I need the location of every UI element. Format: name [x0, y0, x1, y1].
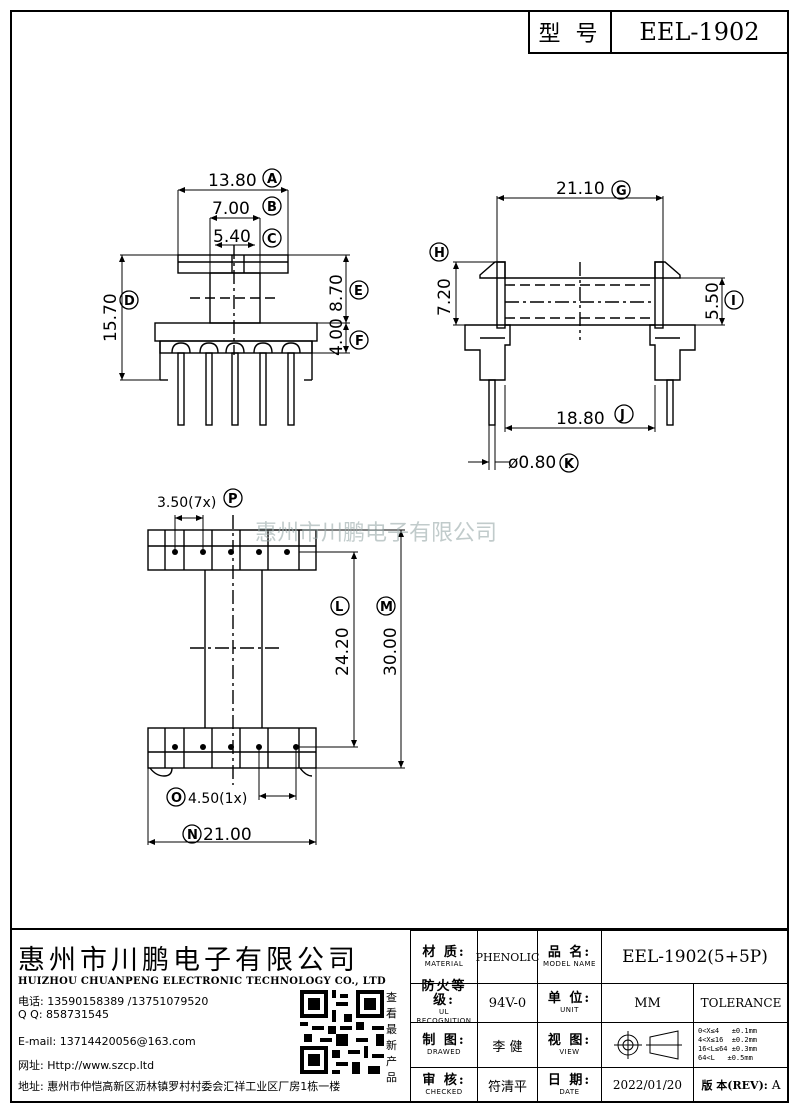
marker-f: F [355, 334, 364, 349]
marker-b: B [267, 200, 277, 215]
side-view [453, 195, 725, 470]
company-qq: Q Q: 858731545 [18, 1008, 110, 1021]
marker-d: D [124, 294, 135, 309]
dim-a-text: 13.80 [208, 171, 257, 191]
dim-c-text: 5.40 [213, 227, 251, 247]
dim-l-text: 24.20 [333, 627, 353, 676]
marker-g: G [616, 184, 627, 199]
dim-j-text: 18.80 [556, 409, 605, 429]
company-phone: 电话: 13590158389 /13751079520 [18, 995, 209, 1008]
partname-label: 品 名: MODEL NAME [537, 930, 602, 984]
checked-label: 审 核: CHECKED [410, 1067, 478, 1103]
material-value: PHENOLIC [476, 930, 539, 984]
view-label: 视 图: VIEW [537, 1022, 602, 1068]
projection-symbol-icon [613, 1030, 682, 1060]
revision-cell: 版 本(REV): A [693, 1067, 789, 1103]
unit-value: MM [601, 983, 694, 1023]
qr-code[interactable] [300, 990, 384, 1074]
company-address: 地址: 惠州市仲恺高新区沥林镇罗村村委会汇祥工业区厂房1栋一楼 [18, 1080, 341, 1093]
tolerance-table: 0<X≤4 ±0.1mm 4<X≤16 ±0.2mm 16<L≤64 ±0.3m… [693, 1022, 789, 1068]
dim-m-text: 30.00 [381, 627, 401, 676]
technical-drawing: 13.80 A 7.00 B 5.40 C 15.70 D 8.70 E 4.0… [101, 168, 744, 845]
dimension-markers [119, 168, 744, 844]
ul-label: 防火等级: UL RECOGNITION [410, 980, 478, 1025]
dim-o-text: 4.50(1x) [188, 791, 247, 807]
dim-d-text: 15.70 [101, 293, 121, 342]
marker-p: P [228, 492, 238, 507]
model-label-cell: 型 号 [528, 10, 612, 54]
drawn-label: 制 图: DRAWED [410, 1022, 478, 1068]
marker-l: L [335, 600, 343, 615]
checked-value: 符清平 [477, 1067, 538, 1103]
marker-o: O [171, 791, 182, 806]
company-email: E-mail: 13714420056@163.com [18, 1035, 196, 1048]
dim-h-text: 7.20 [435, 278, 455, 316]
marker-a: A [267, 172, 277, 187]
tolerance-label: TOLERANCE [693, 983, 789, 1023]
top-view [147, 515, 405, 845]
dim-g-text: 21.10 [556, 179, 605, 199]
view-symbol [601, 1022, 694, 1068]
material-label: 材 质: MATERIAL [410, 930, 478, 984]
marker-h: H [434, 246, 445, 261]
drawn-value: 李 健 [477, 1022, 538, 1068]
dim-p-text: 3.50(7x) [157, 495, 216, 511]
company-website: 网址: Http://www.szcp.ltd [18, 1059, 155, 1072]
marker-m: M [380, 600, 393, 615]
marker-e: E [354, 284, 363, 299]
unit-label: 单 位: UNIT [537, 983, 602, 1023]
dim-k-text: ø0.80 [508, 453, 556, 473]
date-value: 2022/01/20 [601, 1067, 694, 1103]
marker-j: J [619, 408, 625, 423]
company-name-en: HUIZHOU CHUANPENG ELECTRONIC TECHNOLOGY … [18, 976, 386, 987]
dim-e-text: 8.70 [327, 274, 347, 312]
marker-n: N [187, 828, 198, 843]
dim-b-text: 7.00 [212, 199, 250, 219]
watermark: 惠州市川鹏电子有限公司 [255, 521, 497, 546]
model-value-cell: EEL-1902 [610, 10, 789, 54]
ul-value: 94V-0 [477, 983, 538, 1023]
dim-n-text: 21.00 [203, 825, 252, 845]
marker-k: K [564, 457, 575, 472]
marker-c: C [267, 232, 277, 247]
date-label: 日 期: DATE [537, 1067, 602, 1103]
dim-f-text: 4.00 [327, 318, 347, 356]
drawing-frame [10, 10, 789, 1103]
qr-caption: 查看最新产品 [386, 991, 397, 1084]
partname-value: EEL-1902(5+5P) [601, 930, 789, 984]
dim-i-text: 5.50 [703, 282, 723, 320]
front-view [119, 187, 350, 426]
company-name-cn: 惠州市川鹏电子有限公司 [18, 945, 359, 976]
marker-i: I [731, 294, 736, 309]
